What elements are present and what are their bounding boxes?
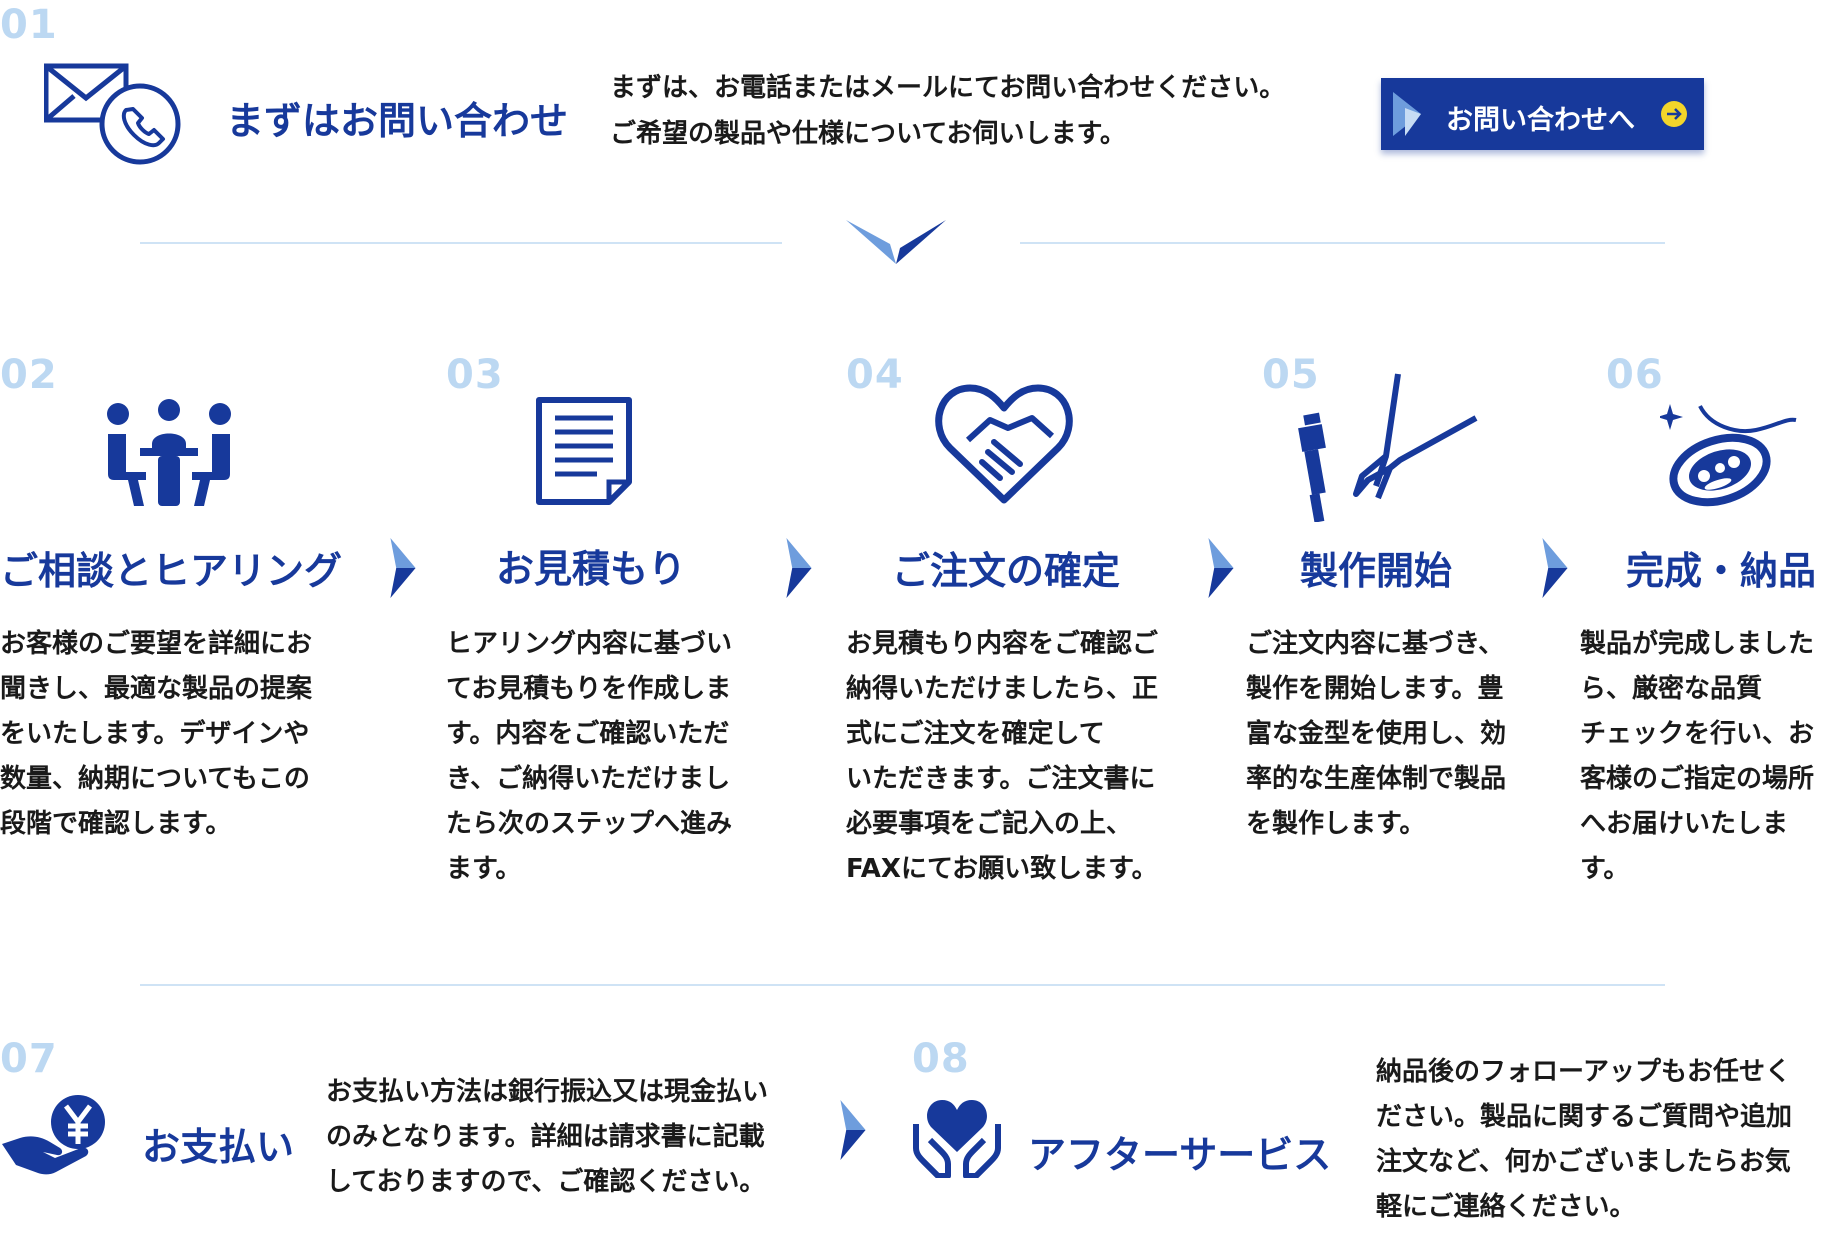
step-description: お支払い方法は銀行振込又は現金払い のみとなります。詳細は請求書に記載 しており… <box>326 1077 769 1197</box>
step-title: アフターサービス <box>1028 1133 1332 1177</box>
contact-button-label: お問い合わせへ <box>1446 105 1635 136</box>
arrow-right-circle-icon <box>1660 100 1688 128</box>
step-number: 03 <box>446 352 504 398</box>
heart-hands-icon <box>910 1096 1004 1178</box>
step-number: 08 <box>912 1036 970 1082</box>
step-title: 製作開始 <box>1300 549 1453 593</box>
step-number: 05 <box>1262 352 1320 398</box>
divider-line <box>140 242 782 244</box>
step-description: 納品後のフォローアップもお任せく ださい。製品に関するご質問や追加 注文など、何… <box>1376 1057 1793 1222</box>
step-title: 完成・納品 <box>1626 549 1817 593</box>
step-description: 製品が完成しました ら、厳密な品質 チェックを行い、お 客様のご指定の場所 へお… <box>1580 629 1815 884</box>
step-description: お客様のご要望を詳細にお 聞きし、最適な製品の提案 をいたします。デザインや 数… <box>0 629 313 839</box>
document-icon <box>535 396 635 506</box>
step-description: まずは、お電話またはメールにてお問い合わせください。 ご希望の製品や仕様について… <box>610 73 1286 149</box>
step-number: 02 <box>0 352 58 398</box>
step-description: ヒアリング内容に基づい てお見積もりを作成しま す。内容をご確認いただ き、ご納… <box>446 629 733 884</box>
yen-hand-icon <box>0 1094 110 1176</box>
step-title: お見積もり <box>496 547 687 591</box>
step-description: ご注文内容に基づき、 製作を開始します。豊 富な金型を使用し、効 率的な生産体制… <box>1246 629 1507 839</box>
pendant-icon <box>1660 404 1800 508</box>
step-number: 01 <box>0 2 58 48</box>
step-number: 06 <box>1606 352 1664 398</box>
button-arrow-icon <box>1391 90 1425 138</box>
step-number: 07 <box>0 1036 58 1082</box>
mail-phone-icon <box>44 62 184 170</box>
chevron-down-icon <box>846 220 946 266</box>
step-title: お支払い <box>142 1125 295 1169</box>
step-title: ご相談とヒアリング <box>0 549 343 593</box>
divider-line <box>1020 242 1665 244</box>
step-number: 04 <box>846 352 904 398</box>
divider-line <box>140 984 1665 986</box>
step-description: お見積もり内容をご確認ご 納得いただけましたら、正 式にご注文を確定して いただ… <box>846 629 1159 884</box>
tools-icon <box>1290 372 1480 522</box>
handshake-heart-icon <box>934 382 1074 506</box>
meeting-icon <box>106 396 232 508</box>
contact-button[interactable]: お問い合わせへ <box>1381 78 1704 150</box>
step-title: ご注文の確定 <box>892 549 1121 593</box>
step-title: まずはお問い合わせ <box>226 99 569 143</box>
